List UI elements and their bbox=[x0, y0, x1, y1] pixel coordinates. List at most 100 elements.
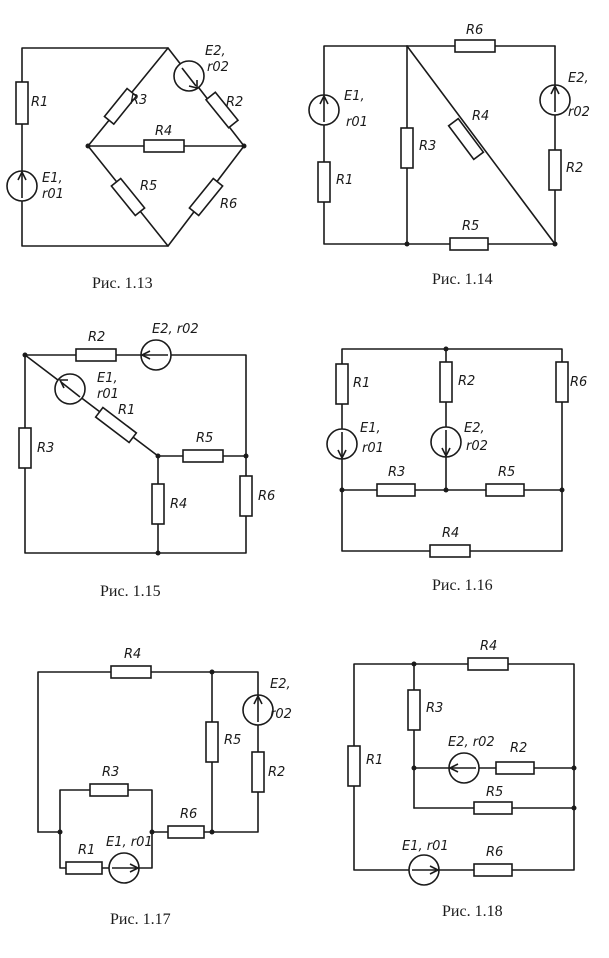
resistor-label: R1 bbox=[118, 403, 135, 418]
figure-caption: Рис. 1.16 bbox=[432, 577, 493, 594]
resistor-r1 bbox=[65, 861, 103, 875]
node bbox=[443, 487, 449, 493]
wire bbox=[24, 354, 159, 457]
resistor-r5 bbox=[182, 449, 224, 463]
node bbox=[571, 805, 577, 811]
source-resistance-label: r02 bbox=[568, 105, 590, 120]
source-e1 bbox=[308, 94, 340, 126]
source-resistance-label: r01 bbox=[362, 441, 384, 456]
resistor-label: R5 bbox=[224, 733, 241, 748]
source-e1 bbox=[6, 170, 38, 202]
source-label: E2, bbox=[464, 421, 485, 436]
resistor-r1 bbox=[335, 363, 349, 405]
resistor-label: R1 bbox=[366, 753, 383, 768]
node bbox=[552, 241, 558, 247]
wire bbox=[341, 348, 563, 552]
figure-1-14: R6 E1, r01 R1 R3 R4 E2, r02 R2 R5 bbox=[308, 23, 590, 288]
resistor-label: R3 bbox=[130, 93, 147, 108]
wire bbox=[406, 45, 556, 245]
resistor-r3 bbox=[376, 483, 416, 497]
resistor-r2 bbox=[75, 348, 117, 362]
resistor-label: R2 bbox=[226, 95, 243, 110]
resistor-r4 bbox=[151, 483, 165, 525]
wire bbox=[323, 45, 408, 245]
source-e1 bbox=[54, 373, 86, 405]
node bbox=[22, 352, 28, 358]
resistor-label: R2 bbox=[566, 161, 583, 176]
source-label: E1, bbox=[97, 371, 118, 386]
node bbox=[404, 241, 410, 247]
resistor-label: R1 bbox=[353, 376, 370, 391]
node bbox=[209, 829, 215, 835]
source-label: E2, bbox=[568, 71, 589, 86]
source-label: E1, r01 bbox=[402, 839, 449, 854]
resistor-r2 bbox=[439, 361, 453, 403]
resistor-label: R5 bbox=[486, 785, 503, 800]
source-e2 bbox=[140, 339, 172, 371]
node bbox=[57, 829, 63, 835]
resistor-label: R5 bbox=[498, 465, 515, 480]
resistor-r3 bbox=[18, 427, 32, 469]
resistor-label: R4 bbox=[442, 526, 459, 541]
figure-1-13: R1 E1, r01 R3 E2, r02 R2 R4 R5 R6 bbox=[6, 44, 247, 292]
resistor-label: R5 bbox=[196, 431, 213, 446]
resistor-label: R6 bbox=[486, 845, 503, 860]
resistor-label: R2 bbox=[510, 741, 527, 756]
resistor-r4 bbox=[467, 657, 509, 671]
resistor-label: R2 bbox=[88, 330, 105, 345]
resistor-label: R6 bbox=[180, 807, 197, 822]
resistor-r5 bbox=[449, 237, 489, 251]
resistor-label: R6 bbox=[258, 489, 275, 504]
source-e2 bbox=[539, 84, 571, 116]
figure-caption: Рис. 1.13 bbox=[92, 275, 153, 292]
node bbox=[155, 453, 161, 459]
resistor-r6 bbox=[188, 177, 224, 217]
resistor-r1 bbox=[317, 161, 331, 203]
resistor-r2 bbox=[495, 761, 535, 775]
wire bbox=[24, 354, 247, 554]
node bbox=[411, 765, 417, 771]
figure-1-16: R1 E1, r01 R2 E2, r02 R6 R3 R5 R4 bbox=[326, 346, 587, 594]
resistor-r1 bbox=[15, 81, 29, 125]
source-label: E1, bbox=[42, 171, 63, 186]
resistor-r3 bbox=[400, 127, 414, 169]
resistor-label: R1 bbox=[336, 173, 353, 188]
resistor-label: R5 bbox=[462, 219, 479, 234]
source-resistance-label: r02 bbox=[466, 439, 488, 454]
figure-caption: Рис. 1.14 bbox=[432, 271, 493, 288]
resistor-label: R6 bbox=[466, 23, 483, 38]
resistor-r6 bbox=[167, 825, 205, 839]
source-label: E1, bbox=[344, 89, 365, 104]
resistor-label: R4 bbox=[472, 109, 489, 124]
source-label: E1, r01 bbox=[106, 835, 153, 850]
resistor-r5 bbox=[473, 801, 513, 815]
source-e2 bbox=[430, 426, 462, 458]
resistor-r6 bbox=[454, 39, 496, 53]
node bbox=[209, 669, 215, 675]
resistor-label: R5 bbox=[140, 179, 157, 194]
resistor-label: R4 bbox=[155, 124, 172, 139]
resistor-r4 bbox=[447, 117, 485, 161]
resistor-label: R4 bbox=[124, 647, 141, 662]
source-e1 bbox=[326, 428, 358, 460]
resistor-r1 bbox=[94, 406, 138, 444]
resistor-r3 bbox=[89, 783, 129, 797]
resistor-label: R3 bbox=[426, 701, 443, 716]
figure-1-18: R4 R3 R1 E2, r02 R2 R5 E1, r01 R6 bbox=[347, 639, 577, 920]
resistor-label: R2 bbox=[268, 765, 285, 780]
source-label: E2, bbox=[205, 44, 226, 59]
resistor-r6 bbox=[555, 361, 569, 403]
source-label: E1, bbox=[360, 421, 381, 436]
source-resistance-label: r01 bbox=[346, 115, 368, 130]
source-label: E2, r02 bbox=[152, 322, 199, 337]
resistor-label: R3 bbox=[37, 441, 54, 456]
resistor-r2 bbox=[548, 149, 562, 191]
figure-caption: Рис. 1.15 bbox=[100, 583, 161, 600]
resistor-r5 bbox=[110, 177, 146, 217]
source-resistance-label: r02 bbox=[270, 707, 292, 722]
resistor-label: R3 bbox=[419, 139, 436, 154]
resistor-r1 bbox=[347, 745, 361, 787]
node bbox=[243, 453, 249, 459]
resistor-r3 bbox=[407, 689, 421, 731]
